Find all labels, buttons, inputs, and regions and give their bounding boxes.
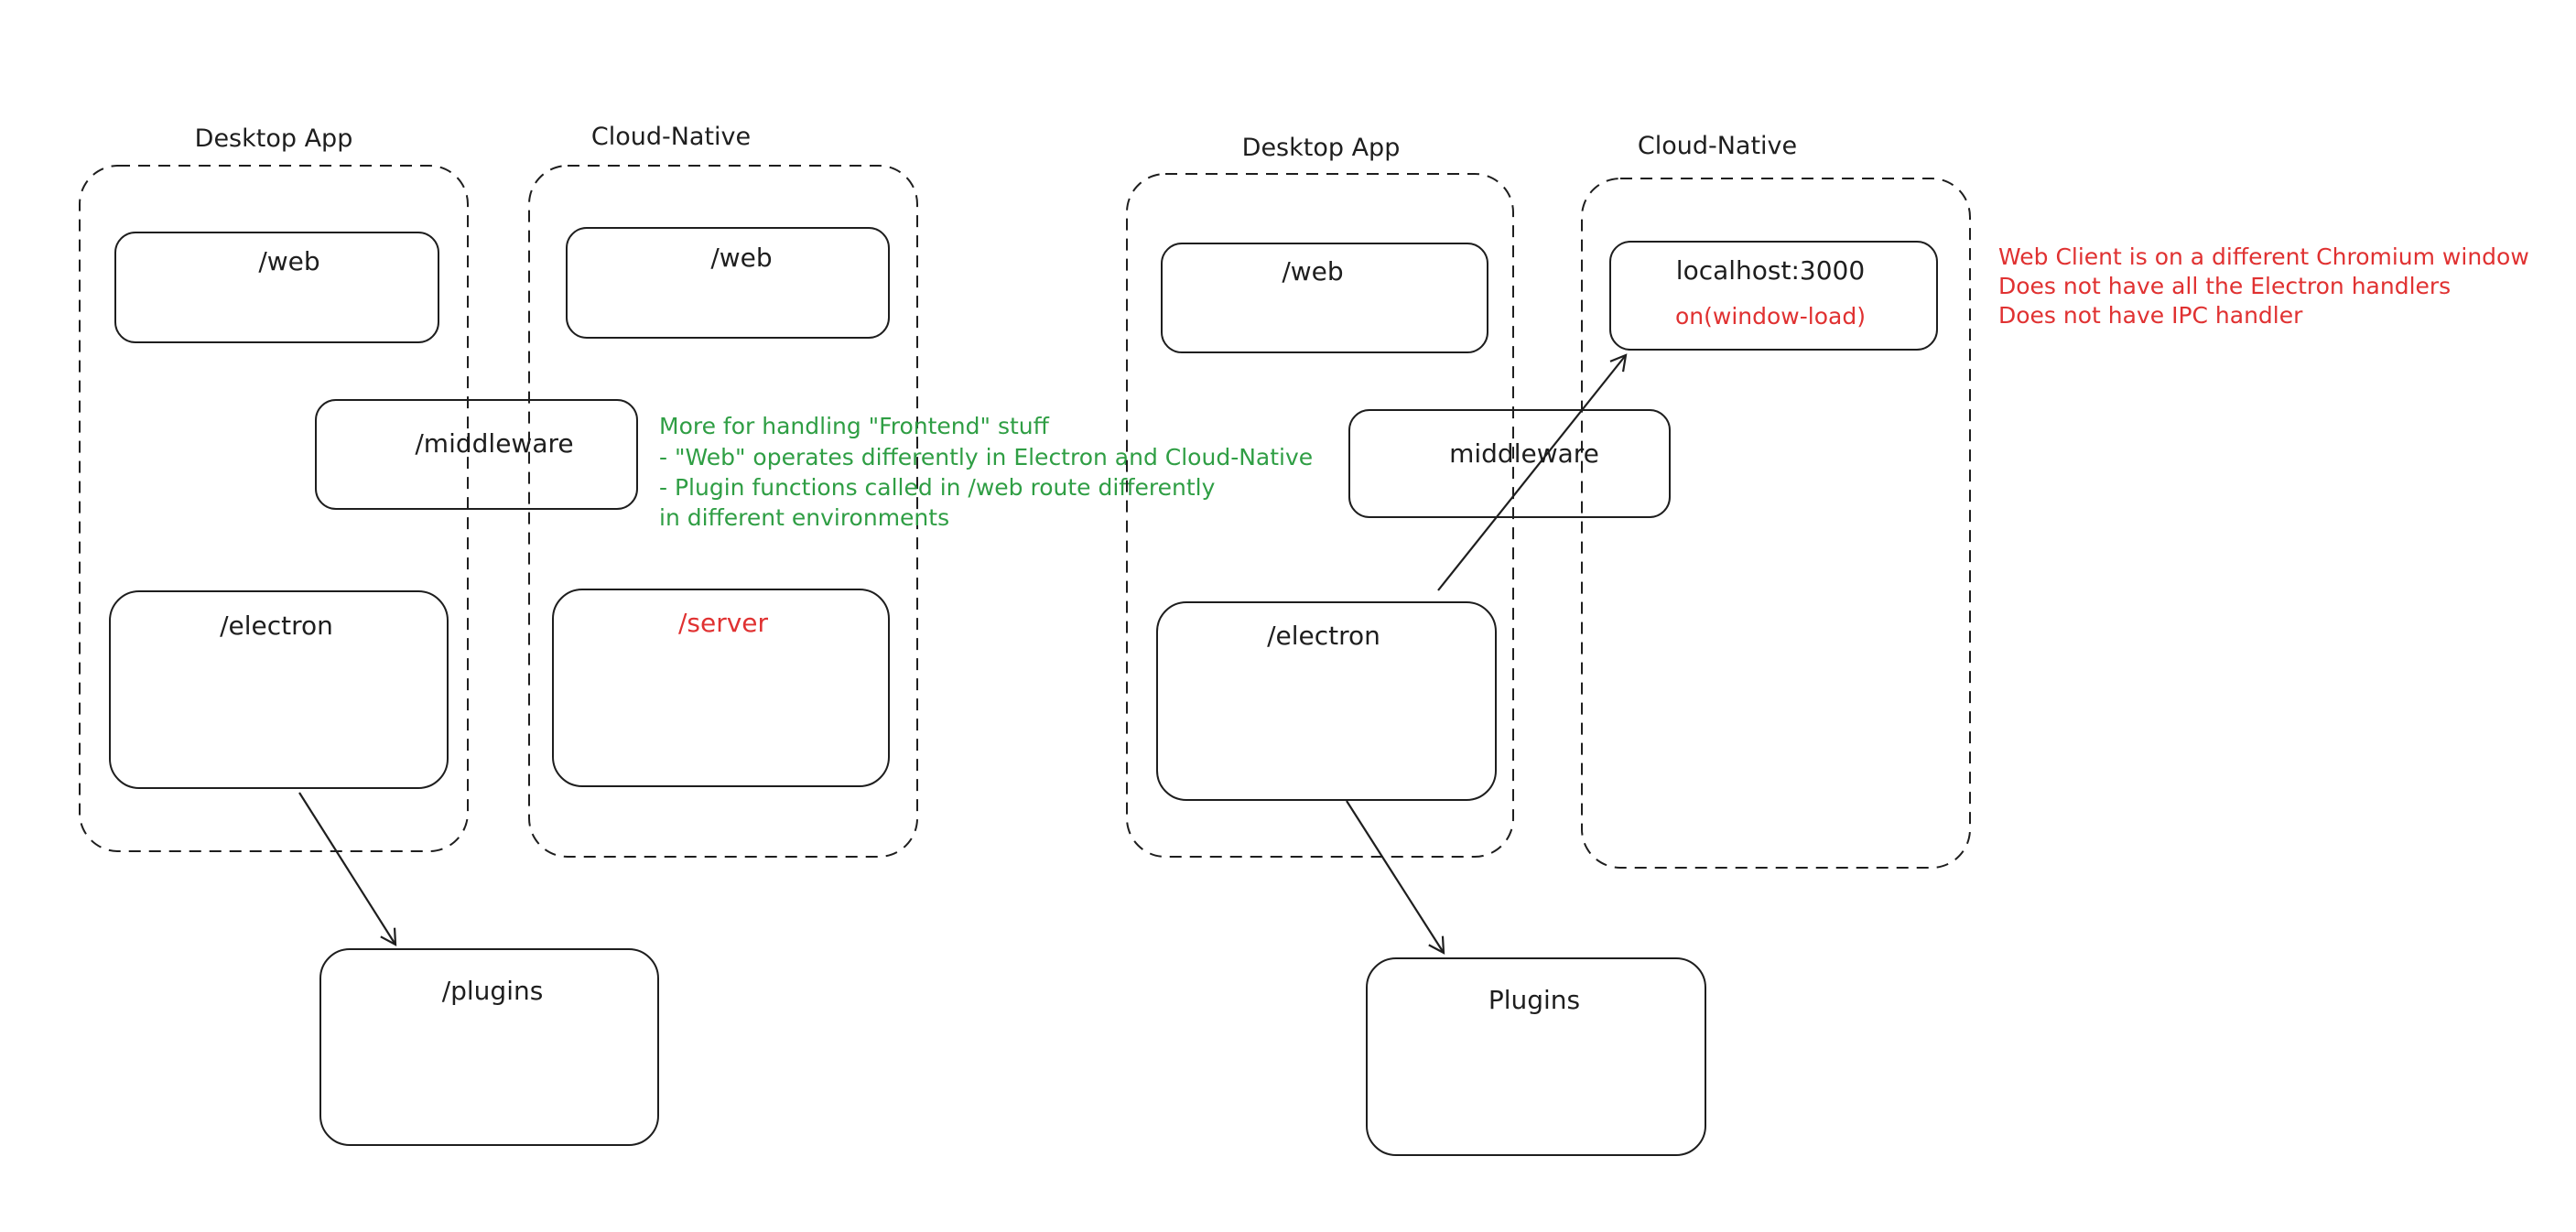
desktop-app-group-right (1126, 173, 1514, 858)
electron-box-right-label: /electron (1267, 621, 1380, 651)
electron-box-right (1156, 601, 1497, 801)
electron-to-plugins-arrow (298, 792, 397, 946)
desktop-app-group-right-label: Desktop App (1242, 134, 1401, 162)
web-client-note-line-2: Does not have all the Electron handlers (1998, 273, 2451, 299)
frontend-note-line-2: - "Web" operates differently in Electron… (659, 444, 1313, 470)
electron-box (109, 590, 449, 789)
cloud-native-group-right (1581, 178, 1971, 869)
web-box-cloud (566, 227, 890, 339)
cloud-native-group-right-label: Cloud-Native (1638, 132, 1797, 160)
frontend-note-line-4: in different environments (659, 504, 949, 531)
electron-to-plugins-arrow-right (1346, 800, 1445, 955)
middleware-box-right (1348, 409, 1671, 518)
plugins-box (319, 948, 659, 1146)
window-load-label: on(window-load) (1675, 303, 1866, 330)
electron-to-localhost-arrow (1437, 353, 1628, 591)
server-box-label: /server (678, 608, 769, 638)
plugins-box-right (1366, 957, 1706, 1156)
frontend-note: More for handling "Frontend" stuff - "We… (659, 413, 1320, 531)
plugins-box-right-label: Plugins (1488, 985, 1580, 1015)
cloud-native-group-label: Cloud-Native (591, 123, 751, 151)
web-client-note: Web Client is on a different Chromium wi… (1998, 243, 2537, 329)
desktop-app-group-label: Desktop App (195, 124, 353, 153)
web-box-right-label: /web (1282, 256, 1343, 286)
web-box-desktop (114, 232, 439, 343)
localhost-box (1609, 241, 1938, 351)
web-client-note-line-3: Does not have IPC handler (1998, 302, 2303, 329)
frontend-note-line-1: More for handling "Frontend" stuff (659, 413, 1050, 439)
web-client-note-line-1: Web Client is on a different Chromium wi… (1998, 243, 2529, 270)
web-box-desktop-label: /web (258, 246, 319, 276)
middleware-box (315, 399, 638, 510)
localhost-box-label: localhost:3000 (1676, 255, 1865, 286)
web-box-cloud-label: /web (710, 243, 772, 273)
server-box (552, 589, 890, 787)
frontend-note-line-3: - Plugin functions called in /web route … (659, 474, 1216, 501)
electron-box-label: /electron (220, 611, 333, 641)
middleware-box-right-label: middleware (1449, 438, 1599, 469)
plugins-box-label: /plugins (442, 976, 544, 1006)
web-box-right (1161, 243, 1488, 353)
middleware-box-label: /middleware (415, 428, 573, 459)
